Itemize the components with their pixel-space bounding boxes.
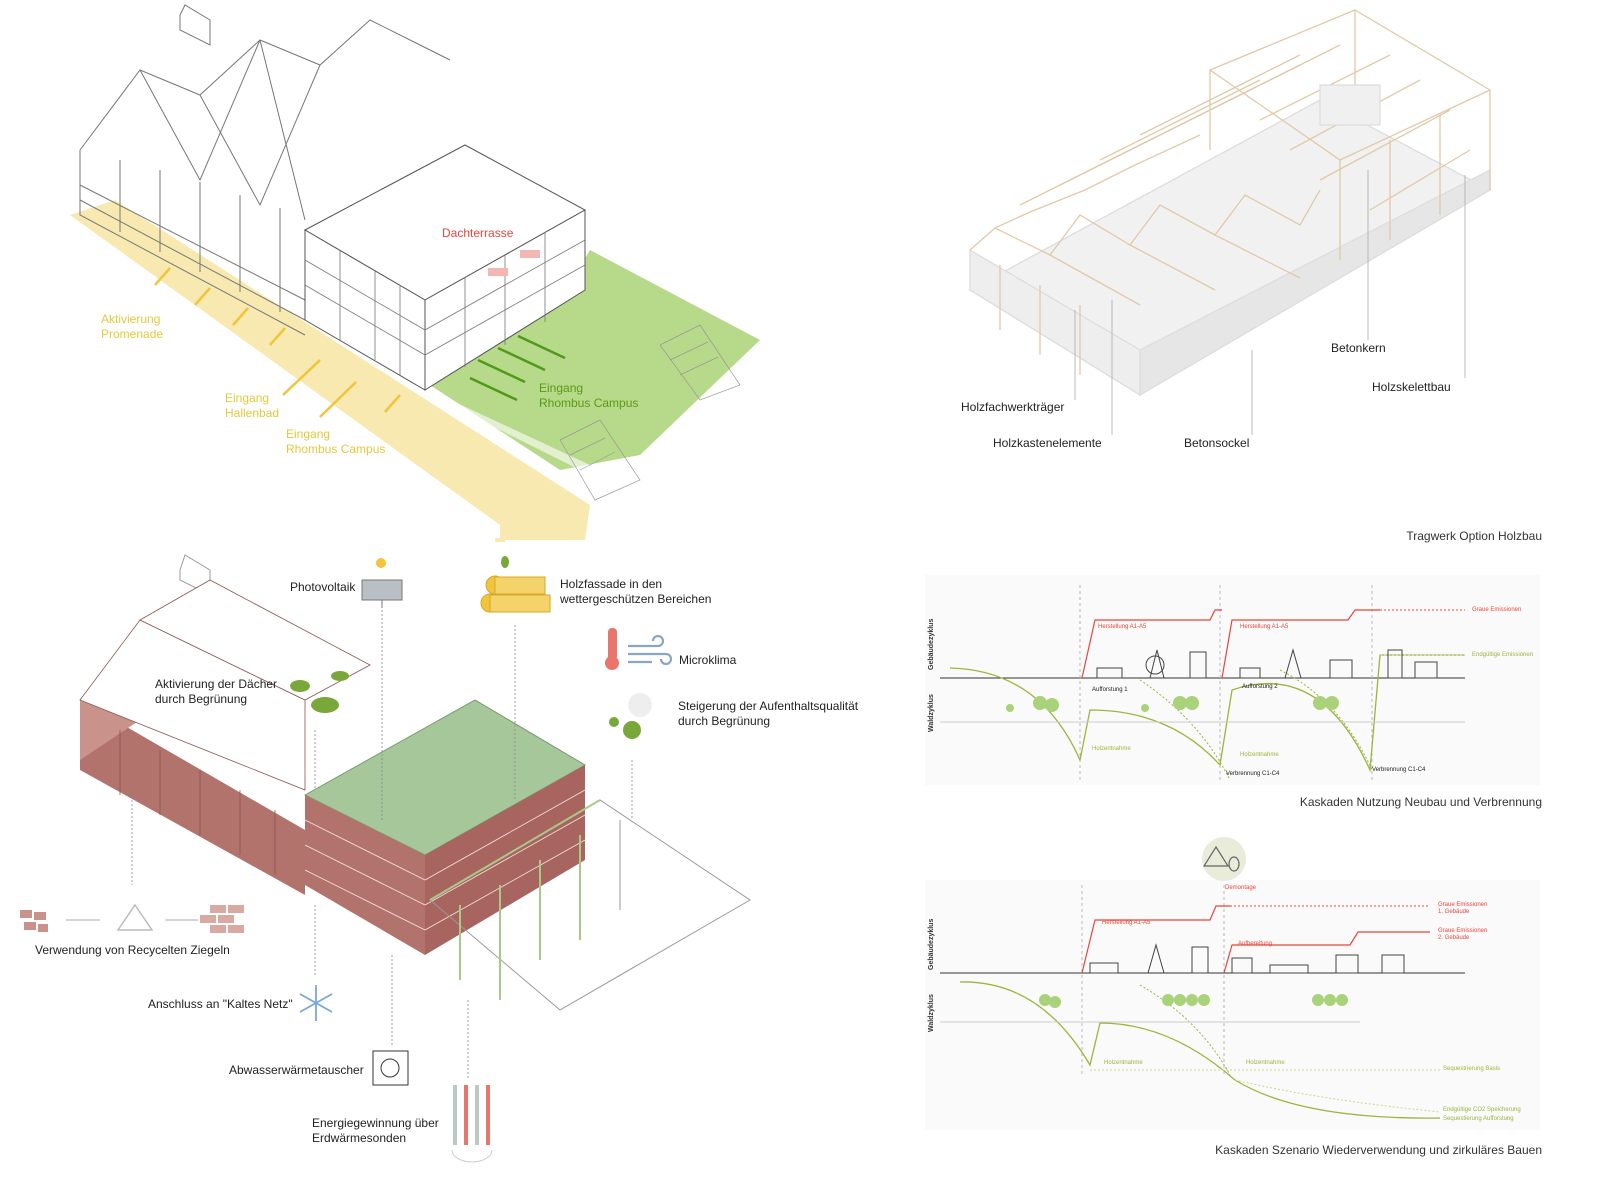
promenade-arrows [154,267,401,418]
caption-cascade-neubau: Kaskaden Nutzung Neubau und Verbrennung [1299,795,1542,809]
construction-icons-2 [1089,943,1405,974]
cascade2-axis-forest: Waldzyklus [928,994,935,1032]
label-photovoltaik: Photovoltaik [290,580,356,594]
grey-emissions-line-1 [1081,609,1222,679]
label-steigerung-2: durch Begrünung [678,714,771,728]
label-holzfassade-2: wettergeschützen Bereichen [560,592,712,606]
recycle-icon [116,903,154,931]
campus-arrows [469,334,566,402]
caption-cascade-zirkulaer: Kaskaden Szenario Wiederverwendung und z… [1215,1143,1542,1157]
promenade-area [70,200,590,540]
cascade1-holzentnahme-1: Holzentnahme [1092,746,1131,752]
cascade1-aufforstung-1: Aufforstung 1 [1092,687,1128,693]
label-aktivierung-2: Promenade [101,327,164,341]
label-energie-2: Erdwärmesonden [312,1131,407,1145]
roof-trusses [969,44,1341,306]
label-dachterrasse: Dachterrasse [442,226,514,240]
cascade1-graue: Graue Emissionen [1472,607,1522,613]
grey-emissions-building-2 [1223,931,1430,974]
solar-panel-icon [361,579,403,608]
cascade2-graue2-1: Graue Emissionen [1438,928,1488,934]
label-holzfachwerktraeger: Holzfachwerkträger [961,400,1065,414]
label-steigerung-1: Steigerung der Aufenthaltsqualität [678,699,859,713]
label-eingang-rhombus-g1: Eingang [539,381,584,395]
label-abwasser: Abwasserwärmetauscher [229,1063,364,1077]
cascade1-verbrennung-1: Verbrennung C1-C4 [1226,771,1280,777]
cascade2-holzentnahme-1: Holzentnahme [1104,1060,1143,1066]
heat-exchanger-icon [372,1050,409,1086]
sun-icon [376,558,386,568]
cascade1-holzentnahme-2: Holzentnahme [1240,752,1279,758]
label-eingang-hallenbad-1: Eingang [225,391,270,405]
label-holzskelettbau: Holzskelettbau [1372,380,1451,394]
cascade2-aufbereitung: Aufbereitung [1238,941,1273,947]
label-eingang-rhombus-g2: Rhombus Campus [539,396,639,410]
geothermal-probe-icon [451,1085,493,1163]
snowflake-icon [299,985,333,1021]
cascade1-verbrennung-2: Verbrennung C1-C4 [1372,767,1426,773]
forest-cycle-curve-2 [959,981,1441,1119]
label-eingang-hallenbad-2: Hallenbad [225,406,280,420]
label-energie-1: Energiegewinnung über [312,1116,439,1130]
cascade2-graue1-2: 1. Gebäude [1438,909,1470,915]
cascade2-graue2-2: 2. Gebäude [1438,935,1470,941]
cascade2-graue1-1: Graue Emissionen [1438,902,1488,908]
cascade1-endgueltige: Endgültige Emissionen [1472,652,1534,658]
construction-icons-1 [1096,648,1438,679]
label-aktivierung-daecher-2: durch Begrünung [155,692,248,706]
cascade1-herstellung-2: Herstellung A1-A5 [1240,624,1289,630]
tree-icons-row-2 [1039,994,1348,1008]
cascade2-herstellung: Herstellung A1-A5 [1102,920,1151,926]
cascade1-herstellung-1: Herstellung A1-A5 [1098,624,1147,630]
hall-outline [79,4,451,336]
cascade2-demontage: Demontage [1225,885,1257,891]
campus-green-area [430,250,760,470]
wind-icon [628,634,673,666]
caption-tragwerk: Tragwerk Option Holzbau [1406,529,1542,543]
grey-emissions-building-1 [1081,905,1230,974]
tree-sparkle-icon [609,693,652,739]
label-holzkastenelemente: Holzkastenelemente [993,436,1102,450]
thermometer-icon [605,628,619,670]
label-aktivierung-daecher-1: Aktivierung der Dächer [155,677,278,691]
brick-halls [79,579,371,895]
cascade2-endgueltige-co2: Endgültige CO2 Speicherung [1443,1107,1521,1113]
recycle-leaf-icon [1202,837,1246,881]
label-betonkern: Betonkern [1331,341,1386,355]
label-recycling: Verwendung von Recycelten Ziegeln [35,943,230,957]
label-eingang-rhombus-y1: Eingang [286,427,331,441]
label-betonsockel: Betonsockel [1184,436,1250,450]
cascade1-aufforstung-2: Aufforstung 2 [1242,684,1278,690]
bricks-wall-icon [200,905,244,933]
grey-emissions-line-2 [1221,609,1380,679]
tree-icons-row-1 [1006,696,1339,712]
label-kaltes-netz: Anschluss an "Kaltes Netz" [148,997,293,1011]
leaf-sprout-icon [290,671,349,713]
label-holzfassade-1: Holzfassade in den [560,577,663,591]
label-microklima: Microklima [679,653,737,667]
cascade2-holzentnahme-2: Holzentnahme [1246,1060,1285,1066]
label-aktivierung-1: Aktivierung [101,312,161,326]
cascade2-axis-building: Gebäudezyklus [928,918,935,970]
brick-pile-icon [20,910,48,932]
label-eingang-rhombus-y2: Rhombus Campus [286,442,386,456]
wood-logs-icon [480,556,551,613]
cascade2-sequestierung-aufforstung: Sequestierung Aufforstung [1443,1116,1514,1122]
cascade2-sequestrierung-basis: Sequestrierung Basis [1443,1066,1501,1072]
